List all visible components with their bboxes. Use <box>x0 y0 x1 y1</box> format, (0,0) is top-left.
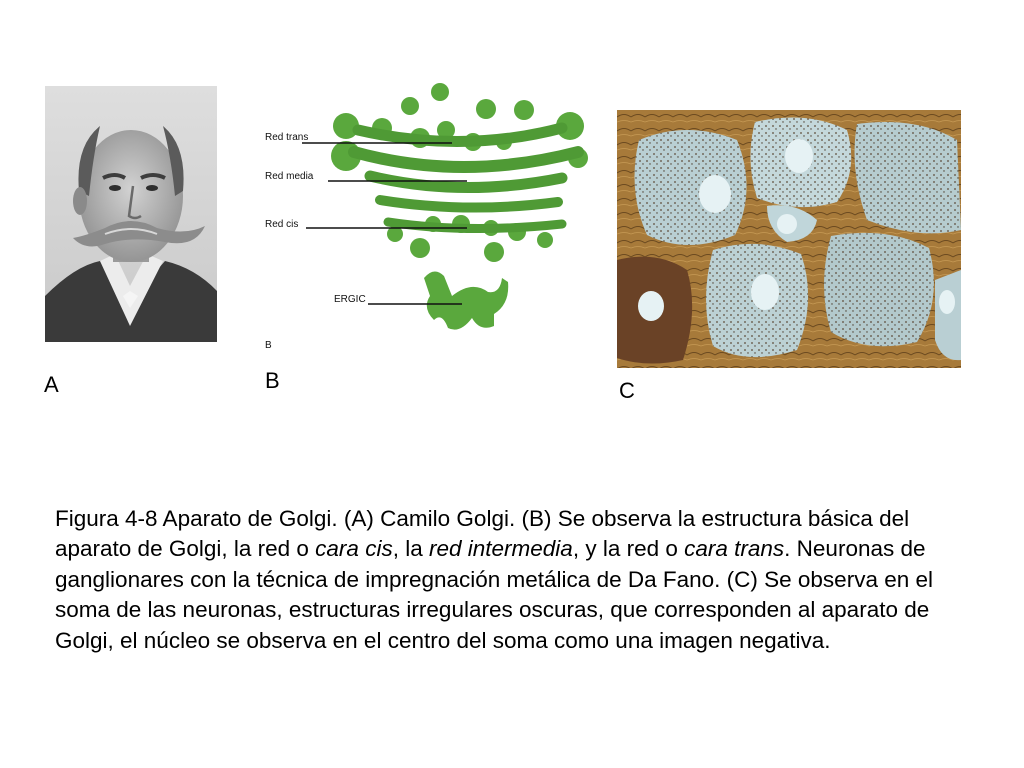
label-ergic: ERGIC <box>334 294 366 305</box>
caption-text-3: , y la red o <box>572 536 685 562</box>
neuron-micrograph-image <box>617 110 961 368</box>
portrait-photo-image <box>45 86 217 342</box>
caption-italic-cara-cis: cara cis <box>315 536 393 562</box>
label-red-cis: Red cis <box>265 219 298 230</box>
panel-letter-c: C <box>619 378 635 403</box>
caption-italic-red-intermedia: red intermedia <box>428 536 573 562</box>
label-corner-letter: B <box>265 340 272 348</box>
caption-text-1: Figura 4-8 Aparato de Golgi. (A) Camilo … <box>55 506 910 562</box>
panel-letter-a: A <box>44 372 59 397</box>
golgi-diagram: Red trans Red media Red cis ERGIC B <box>265 83 588 348</box>
panel-letter-b: B <box>265 368 280 393</box>
neuron-micrograph-panel <box>617 110 961 368</box>
golgi-diagram-panel: Red trans Red media Red cis ERGIC B <box>262 82 588 348</box>
label-leader-lines <box>302 142 467 305</box>
label-red-trans: Red trans <box>265 132 308 143</box>
neuron-nuclei <box>638 139 955 321</box>
caption-text-4: . Neuronas de ganglionares con la técnic… <box>55 536 933 653</box>
label-red-media: Red media <box>265 171 314 182</box>
figure-caption: Figura 4-8 Aparato de Golgi. (A) Camilo … <box>55 504 955 656</box>
ergic-compartment <box>424 271 509 330</box>
portrait-photo-panel <box>45 86 217 342</box>
caption-italic-cara-trans: cara trans <box>684 536 785 562</box>
caption-text-2: , la <box>392 536 429 562</box>
